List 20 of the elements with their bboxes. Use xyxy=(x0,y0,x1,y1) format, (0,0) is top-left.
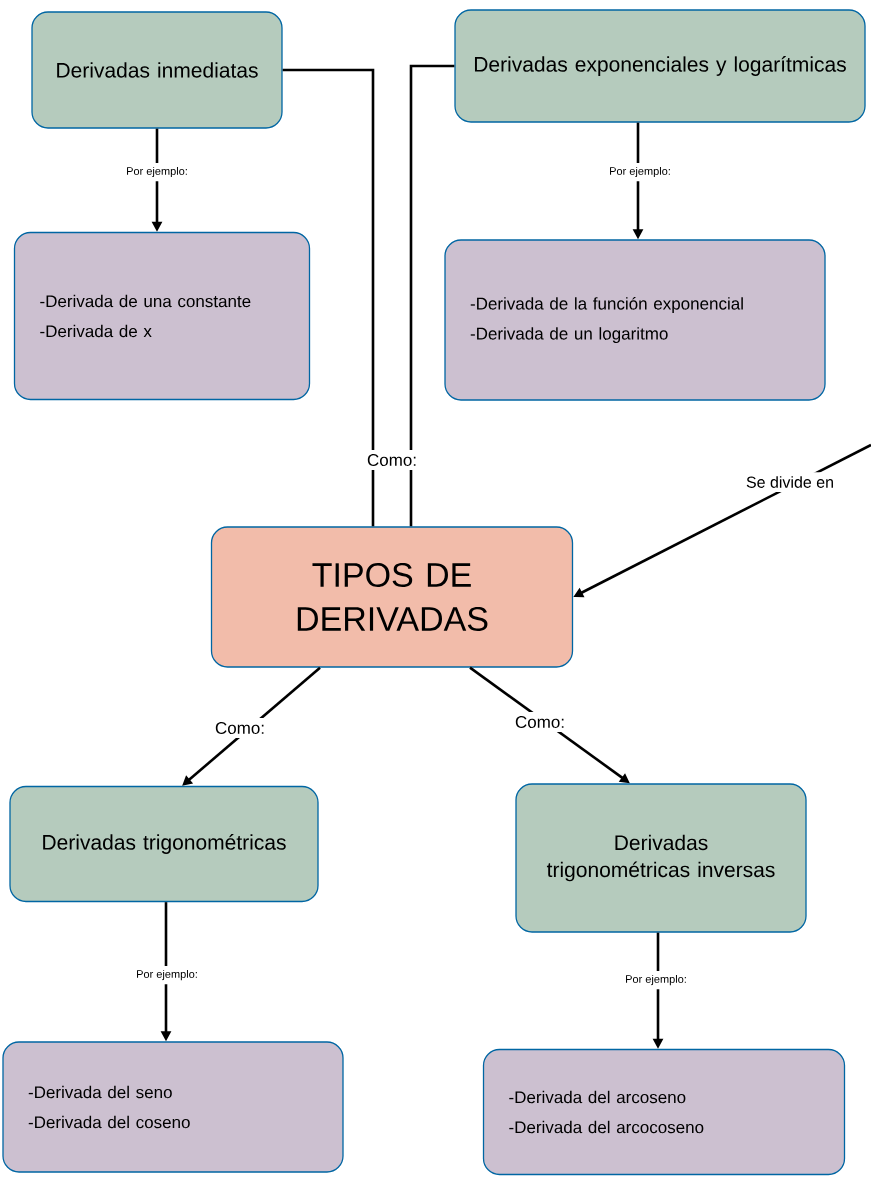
edge-label: Por ejemplo: xyxy=(621,970,691,990)
connector-line xyxy=(409,64,455,527)
edge-label: Como: xyxy=(210,718,270,738)
example-box: -Derivada de una constante -Derivada de x xyxy=(13,231,311,401)
edge-label: Por ejemplo: xyxy=(132,965,202,985)
category-box: Derivadas exponenciales y logarítmicas xyxy=(454,9,866,123)
edge-label: Por ejemplo: xyxy=(605,162,675,182)
example-box: -Derivada del arcoseno -Derivada del arcocoseno xyxy=(482,1048,846,1176)
edge-label: Se divide en xyxy=(742,472,839,492)
edge-label: Como: xyxy=(510,712,570,732)
category-box: Derivadas inmediatas xyxy=(31,11,283,129)
category-box: Derivadas trigonométricas inversas xyxy=(515,783,807,933)
category-box: Derivadas trigonométricas xyxy=(9,785,319,903)
main-topic-box: TIPOS DE DERIVADAS xyxy=(210,526,574,668)
example-box: -Derivada del seno -Derivada del coseno xyxy=(2,1041,344,1173)
edge-label: Por ejemplo: xyxy=(122,162,192,182)
edge-label: Como: xyxy=(362,450,422,470)
connector-line xyxy=(282,68,375,527)
example-box: -Derivada de la función exponencial -Derivada de un logaritmo xyxy=(444,239,826,401)
arrow xyxy=(182,666,321,786)
